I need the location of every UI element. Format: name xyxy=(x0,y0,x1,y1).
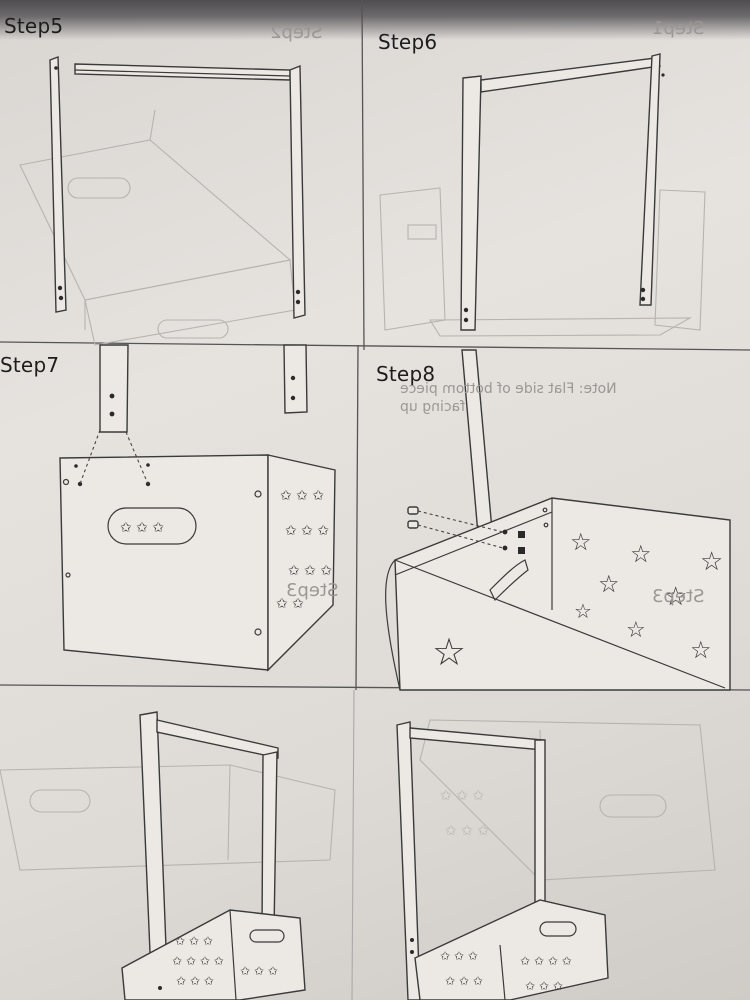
svg-text:☆: ☆ xyxy=(626,618,646,643)
bottom-right-assembly: ✩ ✩ ✩ ✩ ✩ ✩ ✩ ✩ ✩ ✩ ✩ ✩ ✩ xyxy=(396,721,609,1000)
svg-text:✩ ✩ ✩: ✩ ✩ ✩ xyxy=(525,979,563,993)
svg-text:✩ ✩ ✩: ✩ ✩ ✩ xyxy=(280,488,324,504)
ghost-label-step3b: Step3 xyxy=(652,586,705,607)
svg-text:☆: ☆ xyxy=(690,636,712,664)
svg-text:✩ ✩ ✩: ✩ ✩ ✩ xyxy=(440,788,484,804)
svg-text:✩ ✩ ✩: ✩ ✩ ✩ xyxy=(445,974,483,988)
step7-uprights xyxy=(99,344,308,433)
svg-text:☆: ☆ xyxy=(664,582,687,612)
step6-label: Step6 xyxy=(378,30,438,54)
svg-text:✩ ✩ ✩: ✩ ✩ ✩ xyxy=(440,949,478,963)
svg-text:✩ ✩ ✩ ✩: ✩ ✩ ✩ ✩ xyxy=(520,954,572,968)
step8-note: Note: Flat side of bottom piece facing u… xyxy=(400,380,675,416)
svg-text:☆: ☆ xyxy=(700,547,723,577)
step6-ghost-box xyxy=(379,187,706,337)
step8-label: Step8 xyxy=(376,362,436,386)
step7-label: Step7 xyxy=(0,353,60,377)
bottom-left-assembly: ✩ ✩ ✩ ✩ ✩ ✩ ✩ ✩ ✩ ✩ ✩ ✩ ✩ xyxy=(121,711,306,1000)
svg-text:✩ ✩ ✩: ✩ ✩ ✩ xyxy=(285,523,329,539)
step8-screws xyxy=(407,506,504,549)
svg-text:✩ ✩ ✩: ✩ ✩ ✩ xyxy=(240,964,278,978)
ghost-label-step2: Step2 xyxy=(270,22,323,43)
svg-text:✩ ✩ ✩: ✩ ✩ ✩ xyxy=(175,934,213,948)
bottom-right-ghost: ✩ ✩ ✩ ✩ ✩ ✩ xyxy=(419,719,716,881)
step5-left-upright xyxy=(49,56,67,313)
svg-text:✩ ✩: ✩ ✩ xyxy=(276,596,304,612)
photo-shadow xyxy=(0,0,750,40)
step5-label: Step5 xyxy=(4,14,64,38)
step5-right-upright xyxy=(289,64,306,319)
svg-text:☆: ☆ xyxy=(598,570,620,598)
svg-text:✩ ✩ ✩: ✩ ✩ ✩ xyxy=(445,823,489,839)
ghost-label-step1: Step1 xyxy=(652,18,705,39)
svg-text:☆: ☆ xyxy=(630,540,652,568)
svg-text:✩ ✩ ✩: ✩ ✩ ✩ xyxy=(120,520,164,536)
step8-box: ☆ ☆ ☆ ☆ ☆ ☆ ☆ ☆ ☆ xyxy=(385,497,731,691)
svg-text:☆: ☆ xyxy=(570,528,592,556)
svg-text:✩ ✩ ✩ ✩: ✩ ✩ ✩ ✩ xyxy=(172,954,224,968)
step8-note-line1: Note: Flat side of bottom piece xyxy=(400,381,617,397)
bottom-left-ghost xyxy=(0,764,336,871)
step7-box: ✩ ✩ ✩ ✩ ✩ ✩ ✩ ✩ ✩ ✩ ✩ ✩ ✩ ✩ xyxy=(59,454,336,672)
svg-text:☆: ☆ xyxy=(432,630,466,674)
svg-text:☆: ☆ xyxy=(574,599,592,623)
step6-frame xyxy=(460,53,665,331)
svg-text:✩ ✩ ✩: ✩ ✩ ✩ xyxy=(176,974,214,988)
step8-note-line2: facing up xyxy=(400,399,466,415)
svg-text:✩ ✩ ✩: ✩ ✩ ✩ xyxy=(288,563,332,579)
ghost-label-step3a: Step3 xyxy=(286,580,339,601)
